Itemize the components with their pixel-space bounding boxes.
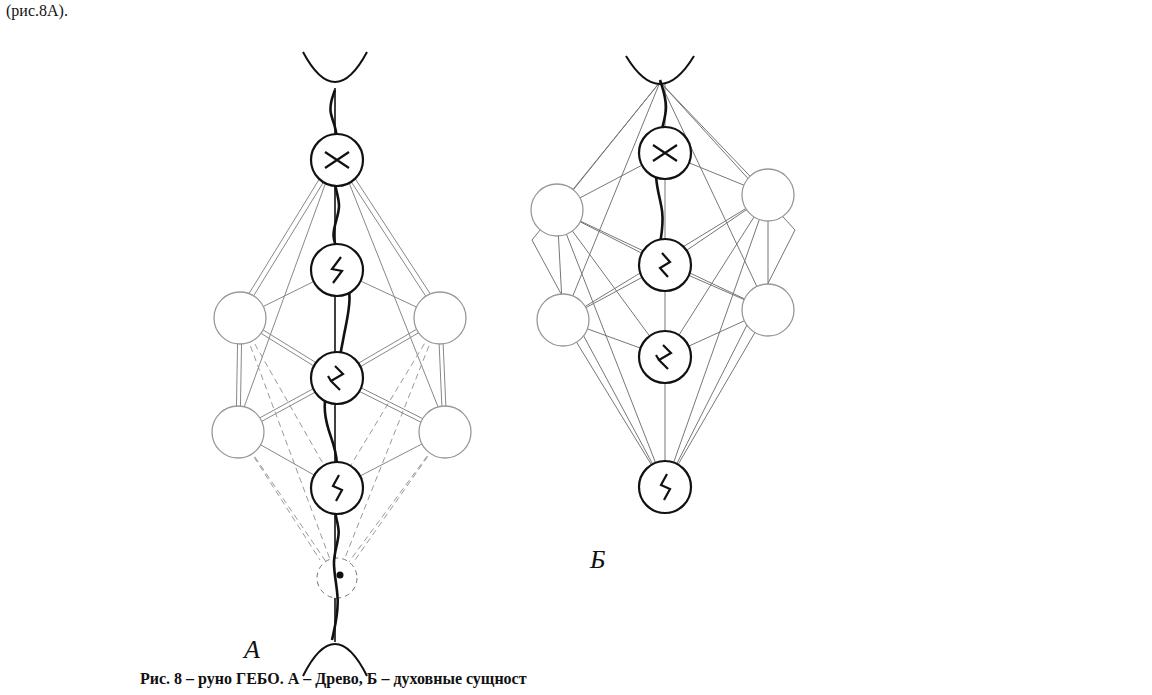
circle-outline [414, 292, 466, 344]
circle-outline [311, 462, 363, 514]
tree-circle [742, 169, 794, 221]
circle-outline [639, 461, 691, 513]
tree-circle [311, 462, 363, 514]
tree-circle [214, 292, 266, 344]
circle-outline [537, 294, 589, 346]
circle-outline [212, 406, 264, 458]
tree-circle [311, 134, 363, 186]
circle-outline [531, 184, 583, 236]
rune-symbol [332, 257, 342, 283]
circle-outline [742, 284, 794, 336]
circle-outline [639, 239, 691, 291]
tree-circle [419, 406, 471, 458]
rune-symbol [653, 145, 677, 161]
dot [337, 572, 344, 579]
tree-circle [414, 292, 466, 344]
tree-diagram-b [531, 56, 795, 513]
figure-reference: (рис.8А). [6, 2, 68, 20]
rune-symbol [333, 475, 342, 501]
tree-circle [311, 244, 363, 296]
tree-circle [639, 239, 691, 291]
tree-line [240, 318, 337, 488]
circle-outline [639, 331, 691, 383]
rune-symbol [325, 152, 349, 168]
top-arc [626, 56, 694, 84]
circle-outline [311, 352, 363, 404]
diagram-letter: А [244, 636, 260, 665]
circle-outline [214, 292, 266, 344]
tree-circle [742, 284, 794, 336]
rune-symbol [661, 474, 670, 500]
tree-line [240, 160, 337, 318]
figure-caption: Рис. 8 – руно ГЕБО. А – Древо, Б – духов… [140, 670, 527, 688]
tree-circle [212, 406, 264, 458]
circle-outline [311, 134, 363, 186]
circle-outline [419, 406, 471, 458]
tree-circle [537, 294, 589, 346]
top-arc [303, 52, 367, 82]
tree-circle [639, 461, 691, 513]
tree-circle [639, 331, 691, 383]
tree-circle [311, 352, 363, 404]
tree-circle [639, 127, 691, 179]
circle-outline [742, 169, 794, 221]
tree-circle [531, 184, 583, 236]
circle-outline [639, 127, 691, 179]
tree-diagram-a [212, 52, 471, 676]
diagram-letter: Б [590, 546, 605, 575]
rune-symbol [656, 345, 671, 369]
rune-symbol [328, 366, 343, 390]
tree-line [337, 160, 440, 318]
circle-outline [311, 244, 363, 296]
tree-line [337, 318, 440, 488]
rune-symbol [660, 253, 670, 277]
